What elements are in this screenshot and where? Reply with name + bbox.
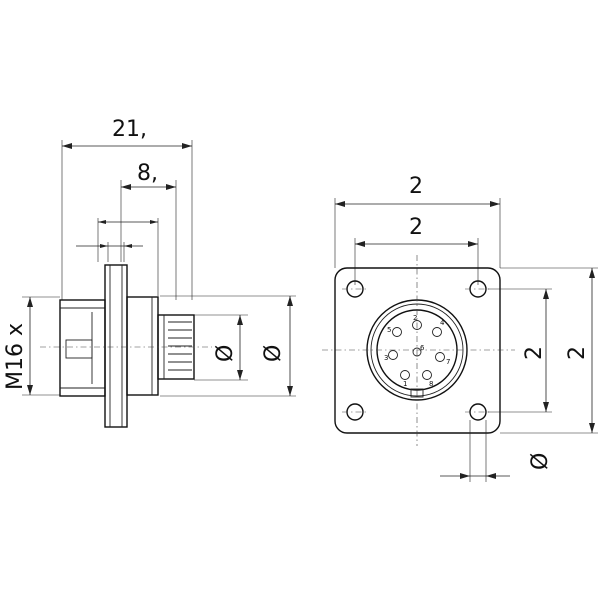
contact-pins xyxy=(388,320,445,380)
contact-pin xyxy=(412,320,422,330)
arrow-left xyxy=(62,143,72,149)
dim-outer-diameter-label: Ø xyxy=(261,345,286,362)
arrow-right xyxy=(468,241,478,247)
front-body xyxy=(126,296,159,396)
arrow-right xyxy=(150,220,158,224)
pin-label: 8 xyxy=(429,380,433,388)
dim-hole-spacing-v-label: 2 xyxy=(522,346,547,360)
arrow-down xyxy=(543,402,549,412)
front-pins xyxy=(168,321,192,371)
dim-hole-spacing-h-label: 2 xyxy=(409,215,423,240)
contact-pin xyxy=(392,327,402,337)
arrow-up xyxy=(543,289,549,299)
arrow-in-left xyxy=(460,473,470,479)
arrow-up xyxy=(589,268,595,278)
pin-label: 7 xyxy=(446,358,450,366)
rear-thread-body xyxy=(59,299,106,397)
arrow-up xyxy=(287,296,293,306)
arrow-up xyxy=(27,297,33,307)
arrow-in-left xyxy=(100,244,108,248)
arrow-left xyxy=(121,184,131,190)
pin-number-labels: 2 4 7 8 1 3 5 6 xyxy=(384,314,450,388)
arrow-down xyxy=(27,385,33,395)
pin-label: 6 xyxy=(420,344,425,352)
dim-flange-height-label: 2 xyxy=(565,346,590,360)
arrow-down xyxy=(287,386,293,396)
arrow-right xyxy=(166,184,176,190)
front-view: 2 2 2 4 7 8 xyxy=(322,174,598,482)
flange xyxy=(104,264,128,428)
contact-pin xyxy=(432,327,442,337)
pin-label: 4 xyxy=(440,319,445,327)
arrow-right xyxy=(182,143,192,149)
contact-pin xyxy=(435,352,445,362)
dim-body-length-label: 8, xyxy=(137,161,158,186)
flange-square xyxy=(334,267,501,434)
arrow-in-right xyxy=(124,244,132,248)
pin-label: 2 xyxy=(413,314,417,322)
pin-label: 3 xyxy=(384,354,388,362)
arrow-right xyxy=(490,201,500,207)
arrow-down xyxy=(237,370,243,380)
arrow-left xyxy=(335,201,345,207)
dim-hole-diameter-label: Ø xyxy=(528,453,553,470)
arrow-up xyxy=(237,315,243,325)
dim-flange-width-label: 2 xyxy=(409,174,423,199)
dim-thread-label: M16 x xyxy=(3,323,28,390)
contact-pin xyxy=(412,347,422,357)
arrow-left xyxy=(98,220,106,224)
side-view: 21, 8, M16 x xyxy=(3,117,296,428)
dim-overall-length-label: 21, xyxy=(112,117,147,142)
arrow-left xyxy=(355,241,365,247)
pin-label: 1 xyxy=(403,380,407,388)
arrow-in-right xyxy=(486,473,496,479)
dim-inner-diameter-label: Ø xyxy=(213,345,238,362)
coding-key xyxy=(410,388,424,398)
contact-pin xyxy=(388,350,398,360)
contact-pin xyxy=(422,370,432,380)
arrow-down xyxy=(589,423,595,433)
pin-label: 5 xyxy=(387,326,391,334)
contact-pin xyxy=(400,370,410,380)
rear-pin xyxy=(65,339,93,359)
